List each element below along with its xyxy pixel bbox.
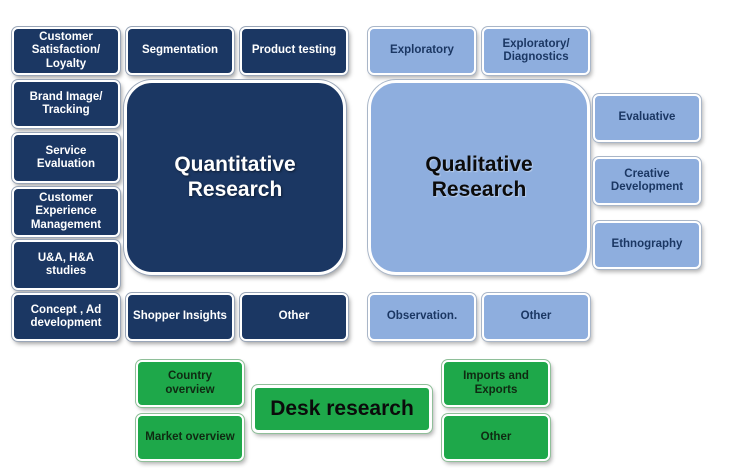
desk-item-other: Other bbox=[442, 414, 550, 461]
quant-item-other: Other bbox=[240, 293, 348, 341]
qual-item-exploratory: Exploratory bbox=[368, 27, 476, 75]
qual-item-other: Other bbox=[482, 293, 590, 341]
qual-item-creative-development: Creative Development bbox=[593, 157, 701, 205]
desk-item-country-overview: Country overview bbox=[136, 360, 244, 407]
quant-item-customer-satisfaction: Customer Satisfaction/ Loyalty bbox=[12, 27, 120, 75]
qual-item-evaluative: Evaluative bbox=[593, 94, 701, 142]
desk-item-imports-exports: Imports and Exports bbox=[442, 360, 550, 407]
quant-item-service-evaluation: Service Evaluation bbox=[12, 133, 120, 183]
quant-item-ua-ha-studies: U&A, H&A studies bbox=[12, 240, 120, 290]
quant-item-concept-ad: Concept , Ad development bbox=[12, 293, 120, 341]
quant-item-segmentation: Segmentation bbox=[126, 27, 234, 75]
quantitative-research-hub: Quantitative Research bbox=[124, 80, 346, 275]
quant-item-customer-experience: Customer Experience Management bbox=[12, 187, 120, 237]
quant-item-shopper-insights: Shopper Insights bbox=[126, 293, 234, 341]
qual-item-observation: Observation. bbox=[368, 293, 476, 341]
desk-research-hub: Desk research bbox=[252, 385, 432, 433]
qual-item-exploratory-diagnostics: Exploratory/ Diagnostics bbox=[482, 27, 590, 75]
qual-item-ethnography: Ethnography bbox=[593, 221, 701, 269]
qualitative-research-hub: Qualitative Research bbox=[368, 80, 590, 275]
desk-item-market-overview: Market overview bbox=[136, 414, 244, 461]
quant-item-brand-image: Brand Image/ Tracking bbox=[12, 80, 120, 128]
quant-item-product-testing: Product testing bbox=[240, 27, 348, 75]
